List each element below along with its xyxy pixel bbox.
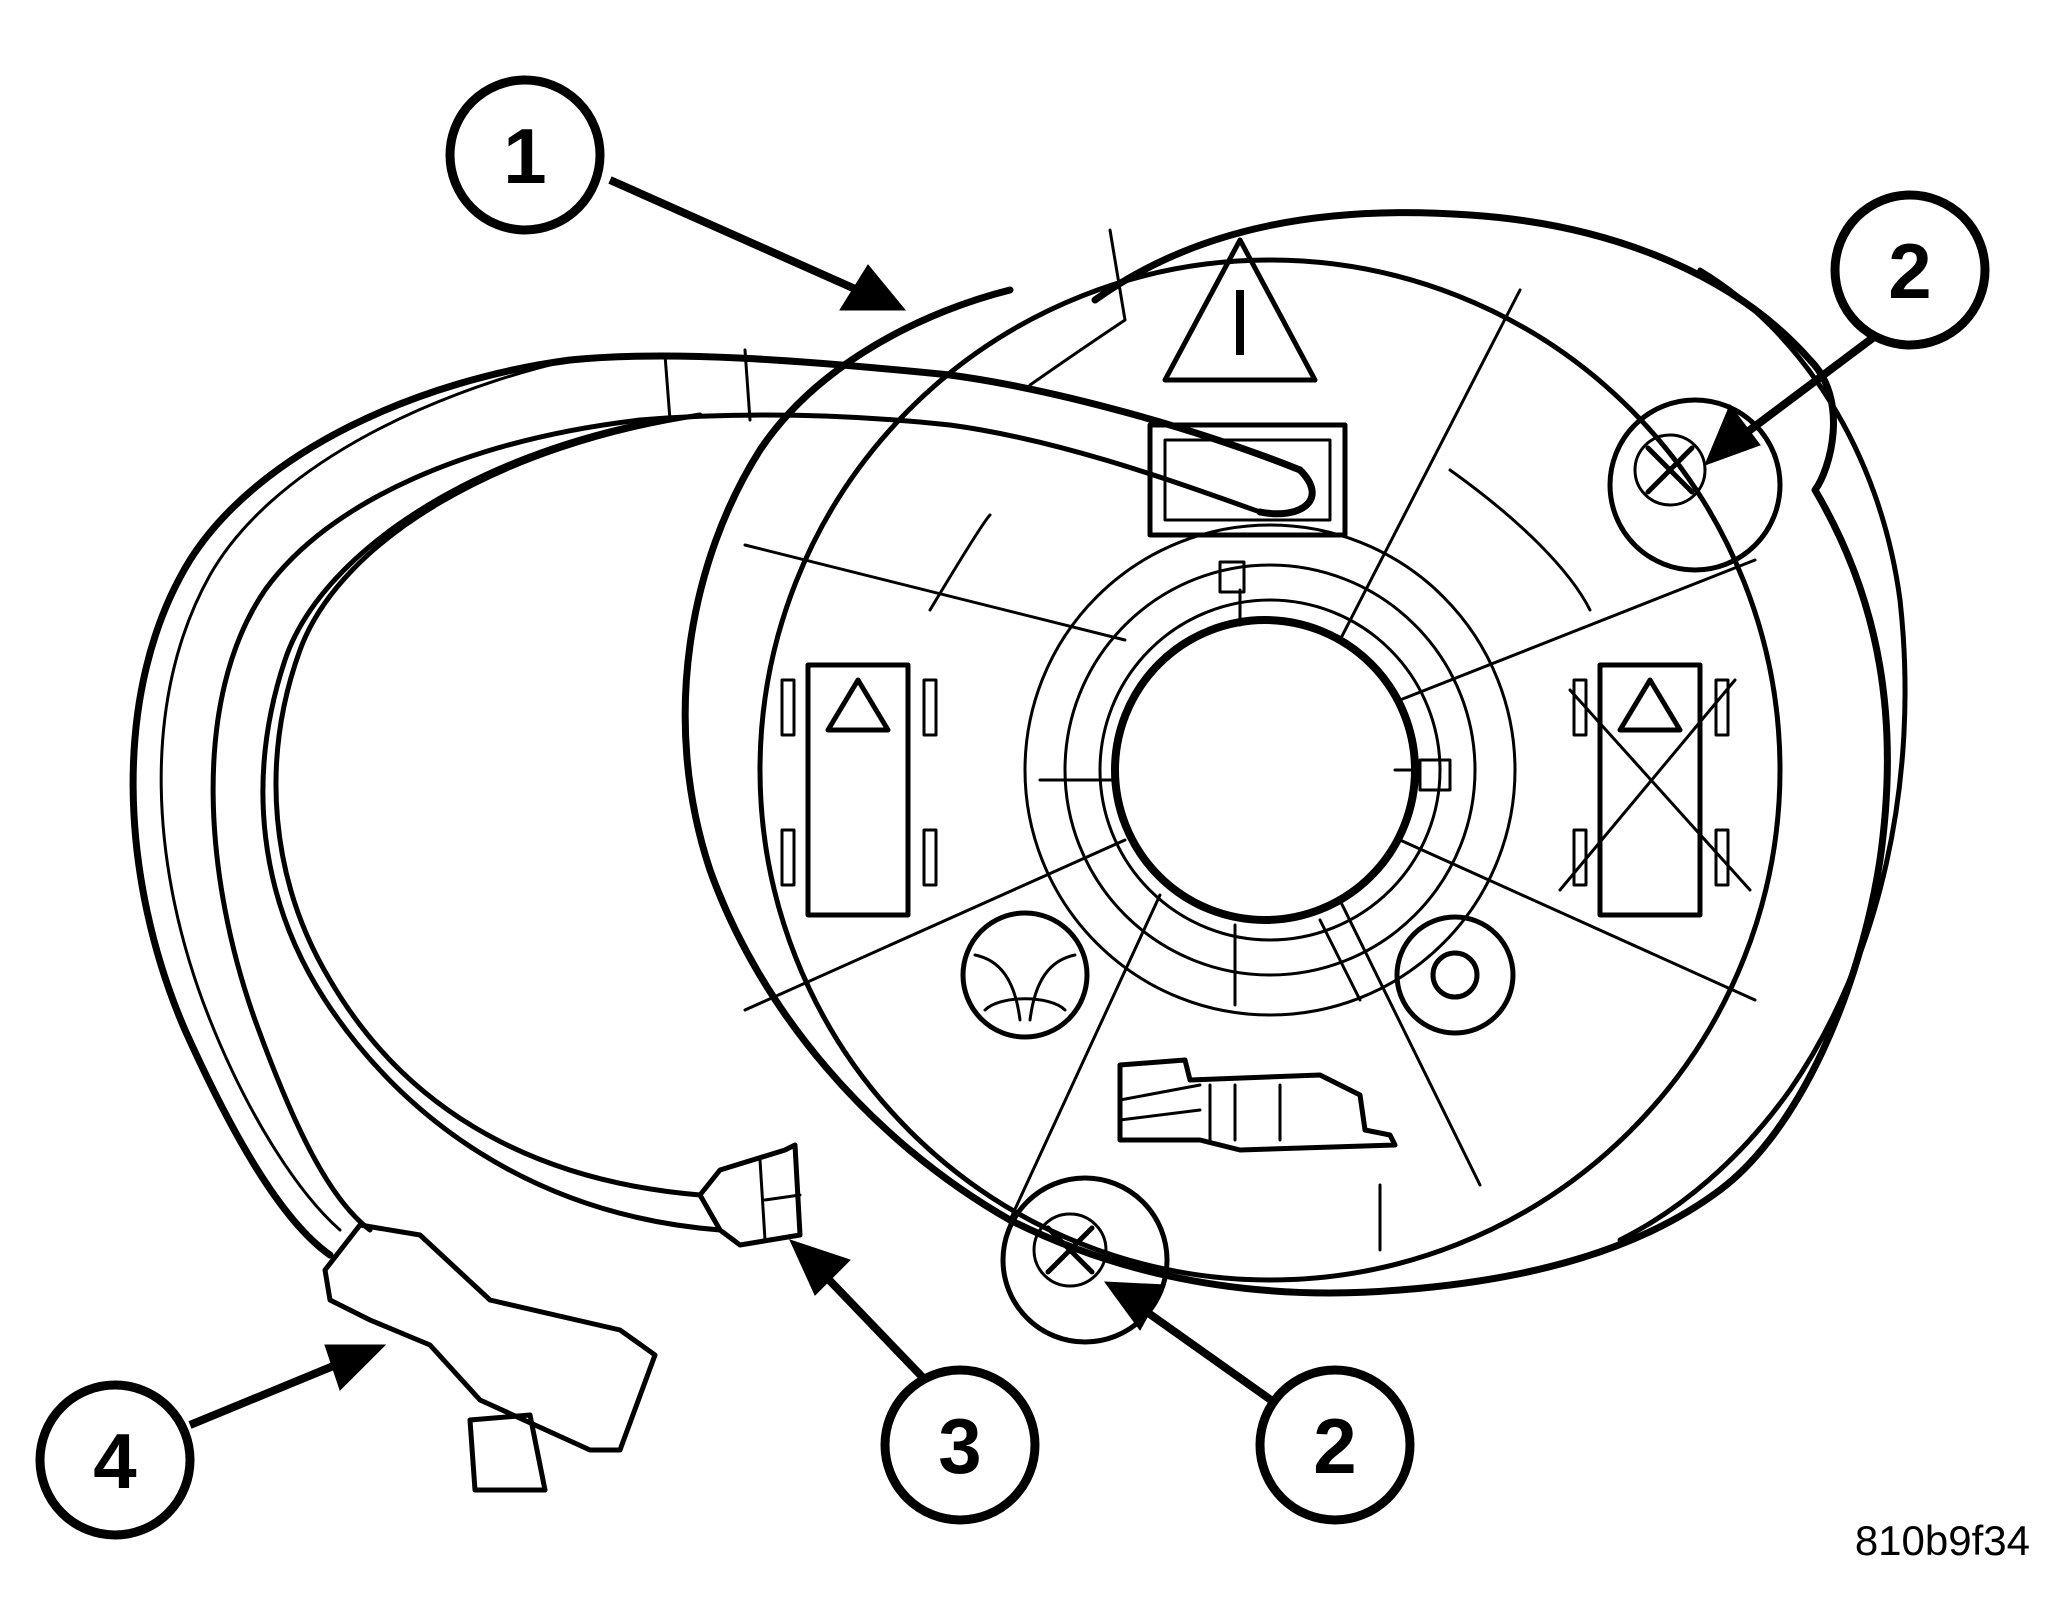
callout-label: 4 — [93, 1417, 136, 1505]
connector-3 — [697, 1142, 803, 1248]
figure-id: 810b9f34 — [1855, 1517, 2030, 1564]
screw-cross-icon — [1607, 397, 1783, 573]
screw-cross-icon — [1000, 1175, 1170, 1345]
connector-4 — [322, 1222, 658, 1493]
callout-label: 2 — [1888, 227, 1931, 315]
face-segments — [743, 228, 1757, 1252]
callout-label: 2 — [1313, 1402, 1356, 1490]
wiring-harness — [129, 348, 1316, 1259]
circle-target-icon — [1394, 914, 1516, 1036]
warning-triangle-icon — [1162, 237, 1318, 383]
manual-book-icon — [1147, 422, 1348, 538]
callout-2-lower: 2 — [1255, 1365, 1415, 1525]
center-hub — [1038, 560, 1452, 1007]
callout-2-upper: 2 — [1830, 190, 1990, 350]
car-alignment-incorrect-icon — [1558, 662, 1752, 918]
steering-wheel-icon — [960, 910, 1090, 1040]
callout-label: 3 — [938, 1402, 981, 1490]
pointing-hand-icon — [1117, 1057, 1398, 1153]
leader-arrows — [188, 176, 1893, 1429]
car-alignment-correct-icon — [780, 662, 938, 918]
callout-4: 4 — [35, 1380, 195, 1540]
callout-1: 1 — [445, 75, 605, 235]
callout-label: 1 — [503, 112, 546, 200]
clockspring-housing — [681, 209, 1908, 1297]
callout-3: 3 — [880, 1365, 1040, 1525]
